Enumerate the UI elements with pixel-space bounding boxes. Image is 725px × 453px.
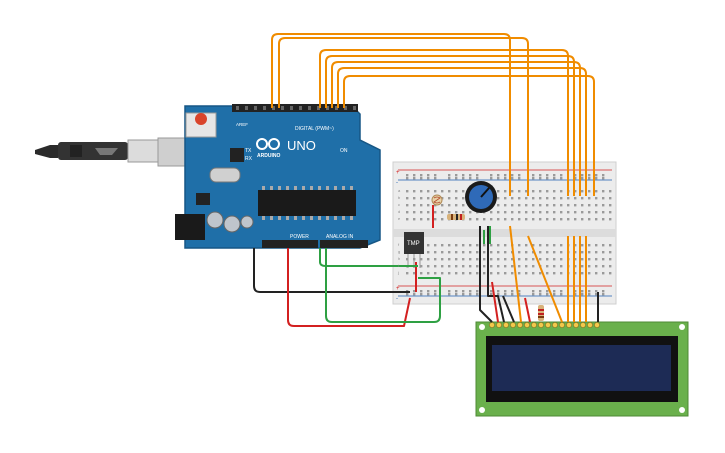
atmega-chip xyxy=(258,190,356,216)
power-jack xyxy=(175,214,205,240)
lcd-display xyxy=(475,321,689,417)
row-label-c: c xyxy=(398,202,400,207)
analog-header xyxy=(320,240,368,248)
sensor-label: TMP xyxy=(407,241,420,247)
rail-plus-top: + xyxy=(396,170,400,176)
reset-button[interactable] xyxy=(195,113,207,125)
model-label: UNO xyxy=(287,138,316,153)
arduino-logo xyxy=(256,138,280,150)
lcd-resistor xyxy=(538,305,544,321)
wires xyxy=(253,33,599,327)
breadboard: + - + - xyxy=(392,161,617,305)
rail-minus-bottom: - xyxy=(396,296,398,302)
row-label-j: j xyxy=(397,270,399,275)
arduino-board: AREF DIGITAL (PWM~) TX RX ON ARDUINO UNO… xyxy=(175,104,381,249)
photoresistor xyxy=(431,194,443,206)
digital-header xyxy=(232,104,358,112)
resistor xyxy=(447,214,465,220)
lcd-screen xyxy=(492,345,671,391)
brand-label: ARDUINO xyxy=(257,153,280,159)
analog-label: ANALOG IN xyxy=(326,234,354,240)
power-label: POWER xyxy=(290,234,309,240)
potentiometer[interactable] xyxy=(465,181,497,213)
lcd-pins xyxy=(489,322,600,328)
on-label: ON xyxy=(340,148,348,154)
row-label-e: e xyxy=(398,216,401,221)
crystal xyxy=(209,167,241,183)
rail-plus-bottom: + xyxy=(396,286,400,292)
row-label-a: a xyxy=(398,188,401,193)
temperature-sensor: TMP xyxy=(404,232,424,268)
aref-label: AREF xyxy=(236,122,248,127)
tx-label: TX xyxy=(245,148,252,154)
row-label-b: b xyxy=(398,195,401,200)
row-label-i: i xyxy=(398,263,399,268)
usb-cable xyxy=(35,137,207,167)
row-label-h: h xyxy=(398,256,400,261)
row-label-f: f xyxy=(398,242,400,247)
power-header xyxy=(262,240,318,248)
row-label-g: g xyxy=(398,249,400,254)
rail-minus-top: - xyxy=(396,180,398,186)
digital-label: DIGITAL (PWM~) xyxy=(295,126,334,132)
breadboard-holes xyxy=(406,174,612,296)
rx-label: RX xyxy=(245,156,253,162)
row-label-d: d xyxy=(398,209,400,214)
